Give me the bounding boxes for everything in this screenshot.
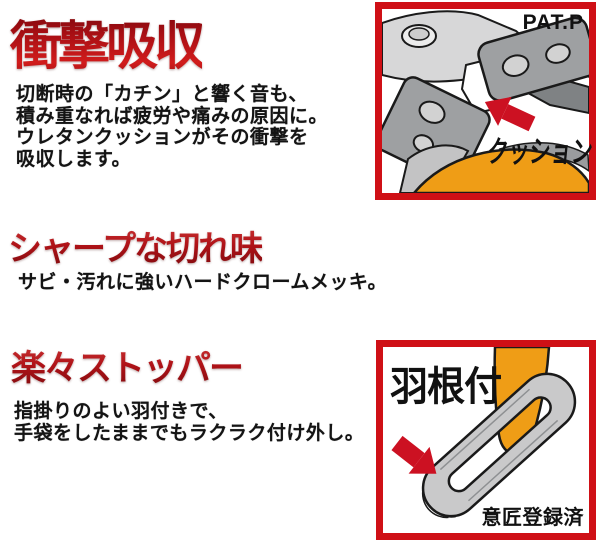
body-line: 積み重なれば疲労や痛みの原因に。: [16, 105, 329, 127]
section-body-sharp-cut: サビ・汚れに強いハードクロームメッキ。: [18, 272, 387, 294]
winged-label: 羽根付: [390, 365, 502, 409]
figure-stopper-diagram: 羽根付 意匠登録済: [376, 340, 596, 540]
arrow-down-right-icon: [391, 435, 437, 474]
body-line: ウレタンクッションがその衝撃を: [16, 127, 309, 148]
loop-highlight-line: [439, 388, 559, 502]
arrow-shaft: [501, 104, 536, 132]
section-body-easy-stopper: 指掛りのよい羽付きで、 手袋をしたままでもラクラク付け外し。: [14, 401, 364, 444]
arrow-up-left-icon: [484, 96, 536, 132]
arrow-head: [408, 446, 437, 474]
body-line: 指掛りのよい羽付きで、: [14, 401, 228, 422]
body-line: 吸収します。: [16, 148, 132, 170]
stopper-loop-group: [421, 372, 577, 519]
section-heading-easy-stopper: 楽々ストッパー: [11, 340, 244, 391]
plate-hole: [545, 43, 571, 64]
stopper-loop-illustration: [391, 347, 577, 519]
section-heading-shock-absorb: 衝撃吸収: [10, 4, 206, 79]
upper-plate-group: [477, 16, 589, 103]
orange-handle-shape: [412, 148, 589, 193]
pivot-boss-inner-shape: [408, 27, 430, 41]
body-line: 手袋をしたままでもラクラク付け外し。: [14, 422, 365, 444]
section-heading-sharp-cut: シャープな切れ味: [8, 221, 264, 270]
design-registered-label: 意匠登録済: [481, 507, 584, 529]
pat-pending-label: PAT.P: [522, 11, 584, 34]
section-body-shock-absorb: 切断時の「カチン」と響く音も、 積み重なれば疲労や痛みの原因に。 ウレタンクッシ…: [16, 84, 328, 170]
figure-cushion-diagram: PAT.P クッション: [375, 2, 596, 200]
stopper-loop-shape: [421, 372, 577, 518]
cushion-callout-label: クッション: [485, 136, 595, 169]
body-line: 切断時の「カチン」と響く音も、: [16, 84, 308, 105]
upper-plate-shape: [477, 16, 589, 103]
arrow-head: [484, 96, 512, 126]
plate-hole: [418, 100, 446, 124]
pruner-pivot-illustration: [382, 10, 589, 193]
body-line: サビ・汚れに強いハードクロームメッキ。: [18, 272, 388, 293]
plate-hole: [501, 54, 530, 77]
arrow-shaft: [391, 435, 425, 468]
